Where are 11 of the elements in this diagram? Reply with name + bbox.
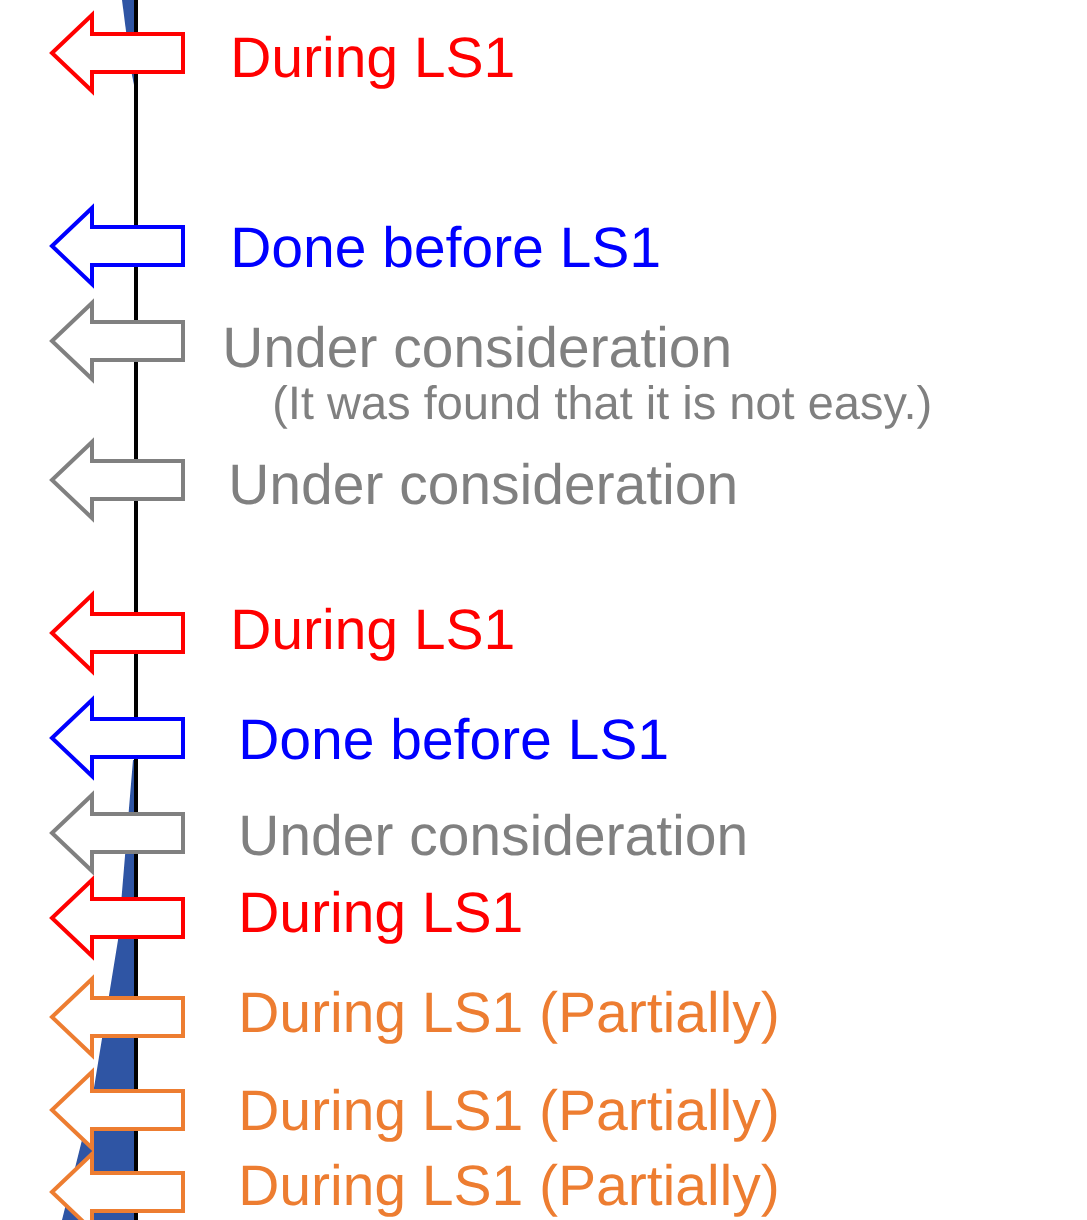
status-label: Under consideration (It was found that it is not easy.)	[226, 325, 930, 429]
status-label: During LS1	[242, 890, 521, 944]
status-label: Done before LS1	[242, 717, 667, 760]
status-label: Under consideration	[232, 462, 735, 505]
status-label: Done before LS1	[234, 225, 659, 268]
status-label: During LS1	[234, 35, 513, 89]
status-label: During LS1 (Partially)	[242, 1088, 777, 1142]
status-label: Under consideration	[242, 813, 745, 856]
status-label: During LS1 (Partially)	[242, 990, 777, 1044]
status-label: During LS1 (Partially)	[242, 1163, 777, 1217]
status-label: During LS1	[234, 607, 513, 661]
